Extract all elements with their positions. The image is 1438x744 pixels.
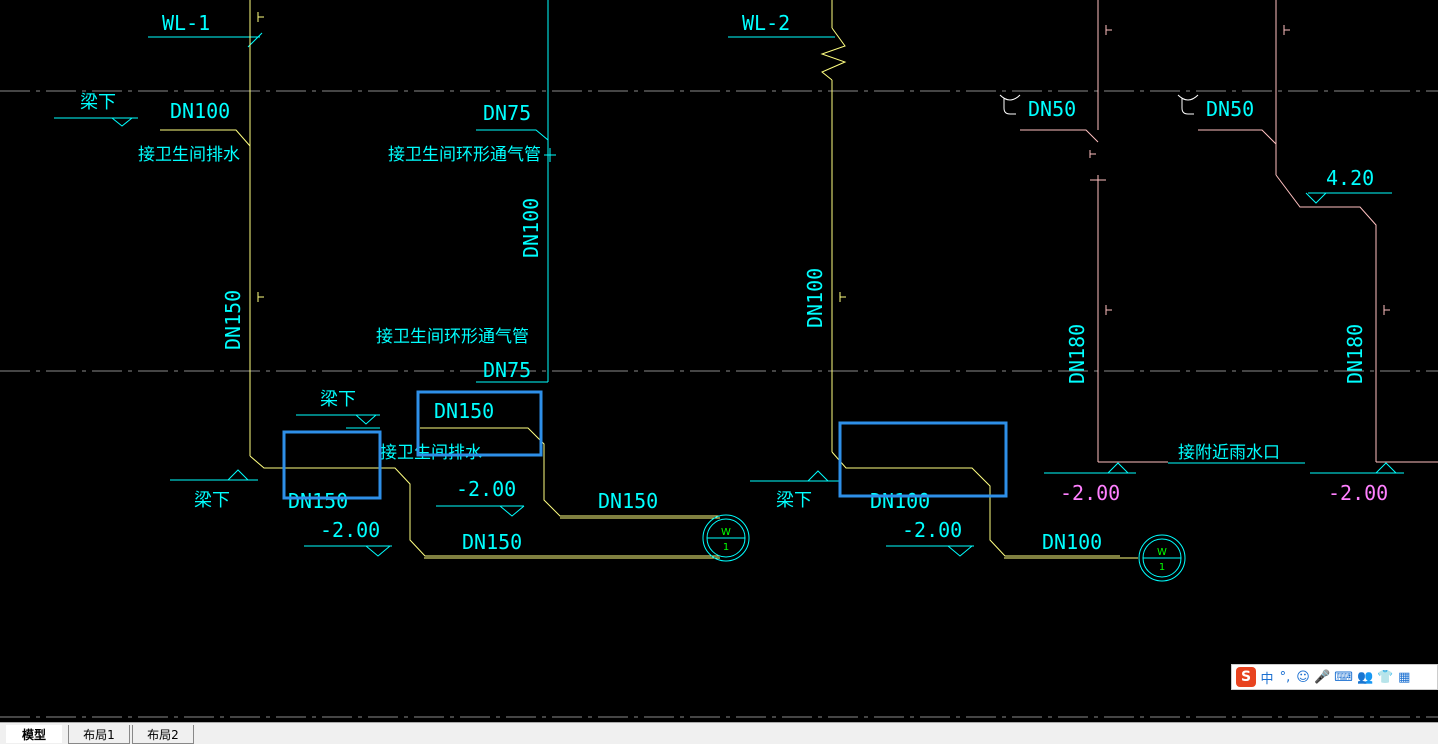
dn180-vertical-1: DN180 [1065, 324, 1089, 384]
dn100-vertical-2: DN100 [803, 268, 827, 328]
beam-under-1: 梁下 [80, 92, 116, 113]
wl2-group [728, 0, 1138, 559]
ime-toolbox-icon[interactable]: ▦ [1398, 669, 1411, 685]
ime-voice-icon[interactable]: 🎤 [1314, 669, 1331, 685]
toilet-vent-label-2: 接卫生间环形通气管 [376, 327, 529, 347]
dn75-label-1: DN75 [483, 101, 531, 125]
tab-model[interactable]: 模型 [6, 725, 62, 743]
ime-emoji-icon[interactable]: ☺ [1296, 669, 1310, 685]
toilet-drain-label-1: 接卫生间排水 [138, 145, 240, 165]
highlight-box-3[interactable] [838, 421, 1008, 498]
dn150-label-under-box: DN150 [288, 489, 348, 513]
toilet-drain-label-2: 接卫生间排水 [380, 443, 482, 463]
wl2-elbow [831, 451, 1120, 557]
wl2-label: WL-2 [742, 11, 790, 35]
well1-bottom: 1 [723, 542, 729, 553]
well-marker-1[interactable]: W 1 [702, 514, 750, 562]
wl2-break-symbol [820, 27, 847, 81]
wl1-elbow [249, 455, 720, 557]
rain-outlet-label: 接附近雨水口 [1178, 443, 1280, 463]
dn150-branch [420, 427, 720, 517]
elev-label-3: -2.00 [902, 518, 962, 542]
dn150-vertical: DN150 [221, 290, 245, 350]
wl1-group [54, 0, 720, 559]
dn150-label-bottom: DN150 [462, 530, 522, 554]
rain-offset [1275, 174, 1377, 462]
rain-drain-2 [1198, 129, 1277, 145]
well1-top: W [721, 527, 731, 538]
rain-drain-1 [1020, 129, 1099, 143]
elev-label-1: -2.00 [456, 477, 516, 501]
dn50-label-2: DN50 [1206, 97, 1254, 121]
dn100-label-box: DN100 [870, 489, 930, 513]
ime-toolbar[interactable]: S 中 °, ☺ 🎤 ⌨ 👥 👕 ▦ [1231, 664, 1438, 690]
wl1-branch-drain [160, 129, 251, 147]
elev-label-420: 4.20 [1326, 166, 1374, 190]
dn100-vertical-1: DN100 [519, 198, 543, 258]
elev-label-5: -2.00 [1328, 481, 1388, 505]
dn50-label-1: DN50 [1028, 97, 1076, 121]
beam-under-2: 梁下 [320, 389, 356, 410]
ime-punct-icon[interactable]: °, [1279, 669, 1291, 685]
dn75-label-2: DN75 [483, 358, 531, 382]
vent-riser-group [420, 0, 720, 519]
cad-drawing-canvas[interactable]: W 1 W 1 [0, 0, 1438, 722]
ime-skin-icon[interactable]: 👕 [1377, 669, 1394, 685]
well2-bottom: 1 [1159, 562, 1165, 573]
toilet-vent-label-1: 接卫生间环形通气管 [388, 145, 541, 165]
ime-keyboard-icon[interactable]: ⌨ [1334, 669, 1353, 685]
well-marker-2[interactable]: W 1 [1138, 534, 1186, 582]
vent-top-branch [476, 129, 549, 141]
dn100-label-bottom: DN100 [1042, 530, 1102, 554]
dn150-label-box: DN150 [434, 399, 494, 423]
dn100-label-1: DN100 [170, 99, 230, 123]
ime-lang-toggle[interactable]: 中 [1260, 671, 1274, 687]
rain-pipes-group [999, 0, 1438, 474]
ime-user-icon[interactable]: 👥 [1356, 669, 1374, 685]
dn180-vertical-2: DN180 [1343, 324, 1367, 384]
highlight-box-1[interactable] [282, 430, 382, 500]
sogou-logo-icon[interactable]: S [1236, 667, 1256, 687]
highlight-box-2[interactable] [416, 390, 543, 457]
beam-under-4: 梁下 [776, 490, 812, 511]
dn150-label-right: DN150 [598, 489, 658, 513]
beam-under-3: 梁下 [194, 490, 230, 511]
wl1-label: WL-1 [162, 11, 210, 35]
layout-tab-bar: 模型 布局1 布局2 [0, 722, 1438, 744]
labels-group: WL-1 WL-2 梁下 DN100 接卫生间排水 DN75 接卫生间环形通气管… [80, 11, 1388, 554]
well2-top: W [1157, 547, 1167, 558]
elev-label-4: -2.00 [1060, 481, 1120, 505]
tab-layout1[interactable]: 布局1 [68, 725, 130, 744]
tab-layout2[interactable]: 布局2 [132, 725, 194, 744]
elev-label-2: -2.00 [320, 518, 380, 542]
